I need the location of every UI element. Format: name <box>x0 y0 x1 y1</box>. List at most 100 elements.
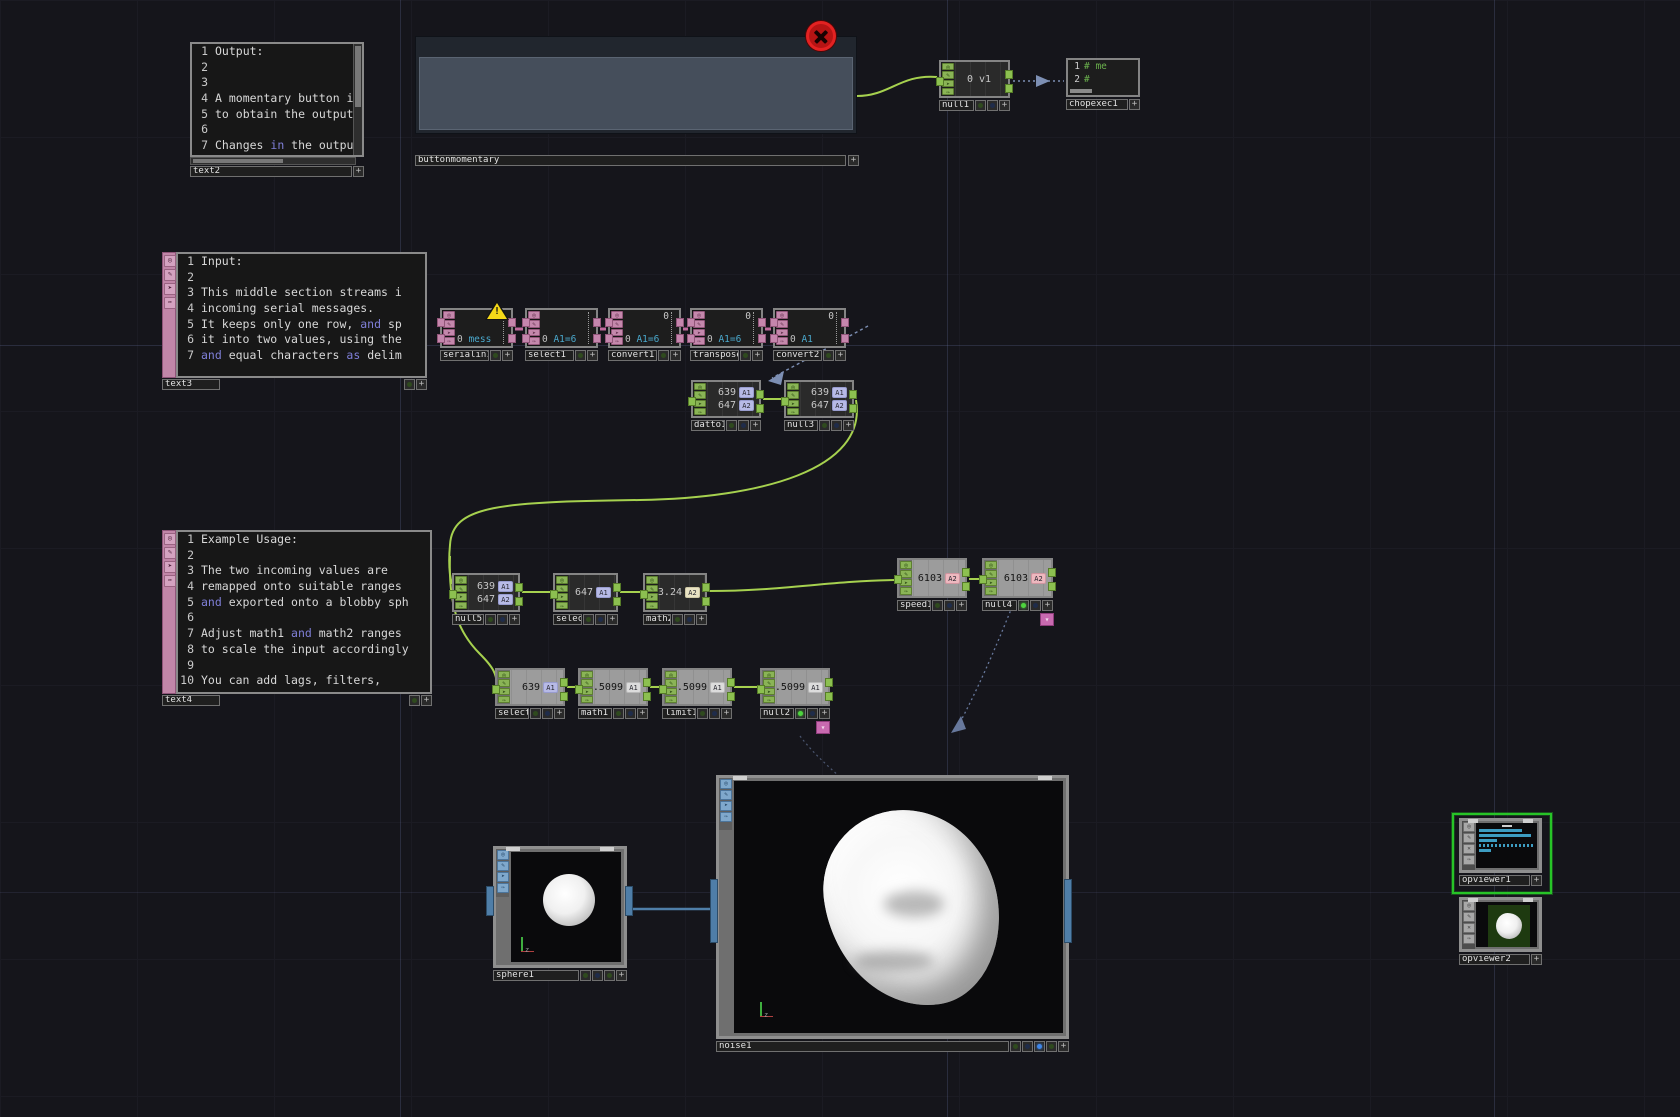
dat-output-connector[interactable] <box>758 318 766 327</box>
render-flag[interactable] <box>709 708 720 719</box>
bypass-flag-icon[interactable]: ✑ <box>985 587 997 595</box>
chop-output-connector[interactable] <box>727 692 735 701</box>
wire-math2-to-speed1[interactable] <box>708 579 896 592</box>
limit1-label-bar[interactable]: limit1+ <box>662 708 732 719</box>
resize-handle[interactable] <box>1523 898 1533 902</box>
display-flag-icon[interactable]: ◎ <box>985 561 997 569</box>
serialin1-body[interactable]: ◎✎➤✑0 mess! <box>437 300 516 348</box>
export-flag-icon[interactable]: ✕ <box>1463 844 1475 854</box>
buttonmomentary-label-bar[interactable]: buttonmomentary <box>415 155 846 166</box>
speed1-label-bar[interactable]: speed1+ <box>897 600 967 611</box>
node-opviewer2[interactable]: ◎✎✕✑ opviewer2 + <box>1459 897 1542 965</box>
edit-flag-icon[interactable]: ✎ <box>787 391 799 399</box>
expand-parameters-icon[interactable]: + <box>1042 600 1053 611</box>
expand-parameters-icon[interactable]: + <box>421 695 432 706</box>
display-flag-icon[interactable]: ◎ <box>556 576 568 584</box>
render-flag[interactable] <box>684 614 695 625</box>
edit-flag-icon[interactable]: ✎ <box>646 584 658 592</box>
render-flag[interactable] <box>987 100 998 111</box>
convert2-flag-column[interactable]: ◎✎➤✑ <box>775 310 788 346</box>
dat-input-connector[interactable] <box>687 334 695 343</box>
bypass-flag-icon[interactable]: ✑ <box>1463 855 1475 865</box>
display-flag-icon[interactable]: ◎ <box>776 311 788 319</box>
export-flag-icon[interactable]: ✕ <box>1463 923 1475 933</box>
chop-output-connector[interactable] <box>702 583 710 592</box>
viewer-flag[interactable] <box>975 100 986 111</box>
text2-label-bar[interactable]: text2 + <box>190 166 364 177</box>
chop-output-connector[interactable] <box>1048 582 1056 591</box>
chop-output-connector[interactable] <box>1005 70 1013 79</box>
transpose1-flag-column[interactable]: ◎✎➤✑ <box>692 310 705 346</box>
expand-parameters-icon[interactable]: + <box>637 708 648 719</box>
chop-output-connector[interactable] <box>849 404 857 413</box>
sphere1-viewport[interactable]: z <box>511 852 621 962</box>
export-flag-icon[interactable]: ➤ <box>528 328 540 337</box>
opviewer1-flag-column[interactable]: ◎✎✕✑ <box>1462 821 1475 870</box>
render-flag[interactable] <box>807 708 818 719</box>
expand-parameters-icon[interactable]: + <box>999 100 1010 111</box>
edit-flag-icon[interactable]: ✎ <box>556 584 568 592</box>
expand-parameters-icon[interactable]: + <box>843 420 854 431</box>
display-flag-icon[interactable]: ◎ <box>497 850 509 860</box>
math1-label-bar[interactable]: math1+ <box>578 708 648 719</box>
text4-label-bar[interactable]: text4 + <box>162 695 432 706</box>
node-select2[interactable]: ◎✎➤✑639A1select2+ <box>492 668 568 719</box>
chop-output-connector[interactable] <box>849 390 857 399</box>
expand-parameters-icon[interactable]: + <box>607 614 618 625</box>
node-name-label[interactable]: chopexec1 <box>1066 99 1128 110</box>
speed1-flag-column[interactable]: ◎✎➤✑ <box>899 560 912 596</box>
node-serialin1[interactable]: ◎✎➤✑0 mess!serialin1+ <box>437 300 516 361</box>
node-name-label[interactable]: select1 <box>525 350 574 361</box>
display-flag-icon[interactable]: ◎ <box>1463 822 1475 832</box>
node-name-label[interactable]: speed1 <box>897 600 931 611</box>
node-null1[interactable]: ◎✎➤✑0 v1 null1 + <box>936 60 1013 111</box>
dat-input-connector[interactable] <box>522 318 530 327</box>
edit-flag-icon[interactable]: ✎ <box>1463 912 1475 922</box>
node-name-label[interactable]: null3 <box>784 420 818 431</box>
expand-parameters-icon[interactable]: + <box>1531 954 1542 965</box>
bypass-flag-icon[interactable]: ✑ <box>900 587 912 595</box>
null1-body[interactable]: ◎✎➤✑0 v1 <box>936 60 1013 98</box>
expand-parameters-icon[interactable]: + <box>353 166 364 177</box>
null5-flag-column[interactable]: ◎✎➤✑ <box>454 575 467 610</box>
resize-handle[interactable] <box>1468 898 1478 902</box>
node-name-label[interactable]: null1 <box>939 100 974 111</box>
bypass-flag-icon[interactable]: ✑ <box>787 407 799 415</box>
sop-input-connector[interactable] <box>486 886 494 916</box>
select1-label-bar[interactable]: select1+ <box>525 350 598 361</box>
display-flag-icon[interactable]: ◎ <box>455 576 467 584</box>
bypass-flag-icon[interactable]: ✑ <box>942 87 954 95</box>
convert1-label-bar[interactable]: convert1+ <box>608 350 681 361</box>
dat-output-connector[interactable] <box>841 334 849 343</box>
node-name-label[interactable]: text3 <box>162 379 220 390</box>
display-flag-icon[interactable]: ◎ <box>1463 901 1475 911</box>
export-icon[interactable]: ▾ <box>1040 613 1054 626</box>
display-flag-icon[interactable]: ◎ <box>763 671 775 679</box>
wire-panel-to-null1[interactable] <box>856 75 938 97</box>
display-flag-icon[interactable]: ◎ <box>164 533 176 545</box>
node-name-label[interactable]: transpose1 <box>690 350 739 361</box>
node-sphere1[interactable]: ◎✎➤✑ z sphere1 + <box>493 846 627 981</box>
display-flag-icon[interactable]: ◎ <box>665 671 677 679</box>
dat-output-connector[interactable] <box>508 318 516 327</box>
chopexec1-label-bar[interactable]: chopexec1 + <box>1066 99 1140 110</box>
expand-parameters-icon[interactable]: + <box>670 350 681 361</box>
edit-flag-icon[interactable]: ✎ <box>694 391 706 399</box>
viewer-flag[interactable] <box>697 708 708 719</box>
bypass-flag-icon[interactable]: ✑ <box>646 601 658 609</box>
dat-input-connector[interactable] <box>687 318 695 327</box>
edit-flag-icon[interactable]: ✎ <box>497 861 509 871</box>
chop-output-connector[interactable] <box>756 390 764 399</box>
chop-output-connector[interactable] <box>962 568 970 577</box>
select3-flag-column[interactable]: ◎✎➤✑ <box>555 575 568 610</box>
expand-parameters-icon[interactable]: + <box>509 614 520 625</box>
render-flag[interactable] <box>542 708 553 719</box>
